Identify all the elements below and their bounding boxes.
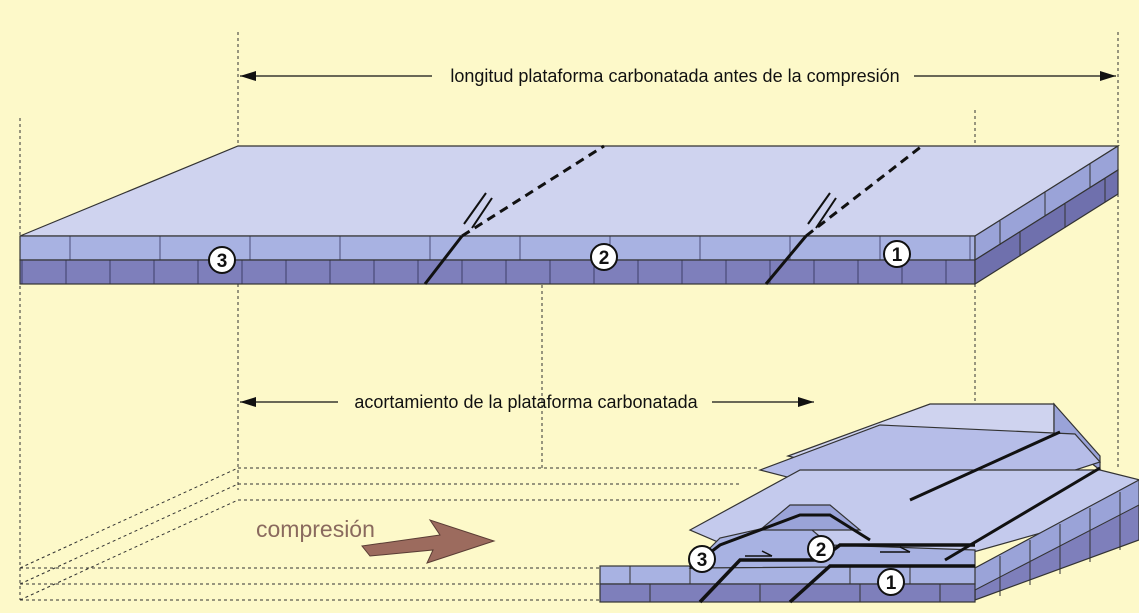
- upper-marker-2: 2: [590, 243, 618, 271]
- platform-top-surface: [19, 145, 1121, 237]
- upper-marker-1: 1: [883, 240, 911, 268]
- platform-upper-layer: [19, 235, 976, 261]
- top-dimension-label: longitud plataforma carbonatada antes de…: [450, 66, 899, 86]
- bottom-dimension-arrow: acortamiento de la plataforma carbonatad…: [240, 392, 814, 412]
- top-dimension-arrow: longitud plataforma carbonatada antes de…: [240, 66, 1116, 86]
- svg-text:1: 1: [892, 245, 903, 266]
- upper-marker-3: 3: [208, 246, 236, 274]
- svg-text:2: 2: [599, 248, 610, 269]
- platform-lower-layer: [19, 259, 976, 285]
- fault-line-right: [764, 144, 923, 285]
- fault-line-left: [423, 144, 605, 285]
- svg-text:3: 3: [217, 251, 228, 272]
- upper-platform: 3 2 1: [19, 144, 1121, 286]
- compression-arrow: [361, 519, 496, 564]
- thrust-structure: 3 2 1: [599, 402, 1139, 604]
- lower-marker-2: 2: [807, 535, 835, 563]
- bottom-dimension-label: acortamiento de la plataforma carbonatad…: [354, 392, 698, 412]
- svg-text:2: 2: [816, 540, 827, 561]
- svg-text:3: 3: [697, 550, 708, 571]
- lower-marker-3: 3: [688, 545, 716, 573]
- svg-text:1: 1: [886, 573, 897, 594]
- platform-side-lower: [974, 168, 1119, 286]
- compression-label: compresión: [256, 516, 375, 542]
- lower-marker-1: 1: [877, 568, 905, 596]
